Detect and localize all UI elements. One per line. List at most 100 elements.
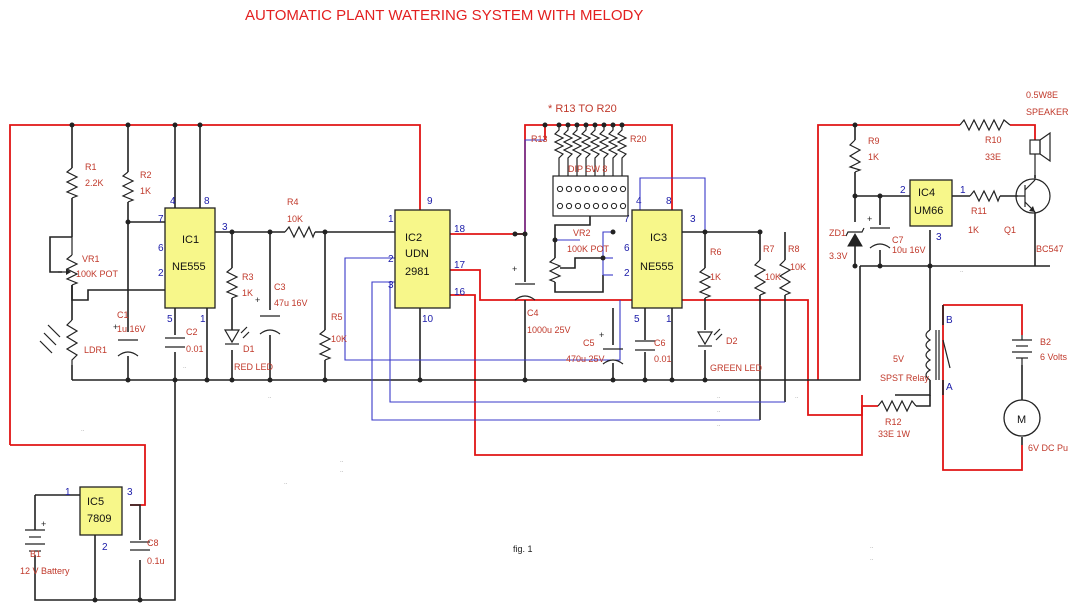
ic4-ref: IC4 bbox=[918, 187, 935, 199]
c2-value: 0.01 bbox=[186, 344, 204, 354]
resistor-r8 bbox=[778, 259, 792, 296]
ic2-pin2: 2 bbox=[388, 254, 394, 265]
ldr-ldr1 bbox=[39, 319, 79, 365]
motor-value: 6V DC Pump bbox=[1028, 443, 1068, 453]
transistor-q1 bbox=[1015, 175, 1051, 214]
ic3-part: NE555 bbox=[640, 261, 674, 273]
r5-value: 10K bbox=[331, 334, 347, 344]
svg-text:..: .. bbox=[340, 468, 344, 474]
ic3-pin2: 2 bbox=[624, 268, 630, 279]
r11-value: 1K bbox=[968, 225, 979, 235]
ic3-pin8: 8 bbox=[666, 196, 672, 207]
svg-text:..: .. bbox=[717, 422, 721, 428]
led-d2 bbox=[696, 328, 723, 347]
c1-ref: C1 bbox=[117, 310, 129, 320]
resistor-r3 bbox=[225, 267, 239, 299]
relay-pin-b: B bbox=[946, 315, 953, 326]
resistor-array-r13-r20 bbox=[544, 125, 628, 176]
zd1-value: 3.3V bbox=[829, 251, 848, 261]
r7-value: 10K bbox=[765, 272, 781, 282]
q1-value: BC547 bbox=[1036, 244, 1064, 254]
potentiometer-vr2 bbox=[548, 257, 562, 283]
r10-value: 33E bbox=[985, 152, 1001, 162]
capacitor-c8 bbox=[130, 541, 150, 551]
r3-value: 1K bbox=[242, 288, 253, 298]
capacitor-c2 bbox=[165, 337, 185, 348]
svg-text:..: .. bbox=[870, 544, 874, 550]
c5-ref: C5 bbox=[583, 338, 595, 348]
resistor-r7 bbox=[753, 259, 767, 296]
ic5-pin2: 2 bbox=[102, 542, 108, 553]
svg-text:+: + bbox=[867, 214, 872, 224]
resistor-r11 bbox=[969, 189, 1001, 203]
zener-diode-zd1 bbox=[845, 227, 865, 247]
capacitor-c7: + bbox=[867, 214, 891, 249]
resistor-r12 bbox=[877, 395, 931, 413]
r13-r20-note: * R13 TO R20 bbox=[548, 103, 617, 115]
svg-text:..: .. bbox=[183, 364, 187, 370]
c8-ref: C8 bbox=[147, 538, 159, 548]
ic3-pin1: 1 bbox=[666, 314, 672, 325]
svg-text:..: .. bbox=[870, 556, 874, 562]
b2-value: 6 Volts bbox=[1040, 352, 1068, 362]
c3-value: 47u 16V bbox=[274, 298, 308, 308]
diagram-title: AUTOMATIC PLANT WATERING SYSTEM WITH MEL… bbox=[245, 7, 643, 24]
ic1-part: NE555 bbox=[172, 261, 206, 273]
vr1-value: 100K POT bbox=[76, 269, 119, 279]
relay-pin-a: A bbox=[946, 382, 953, 393]
ic2-pin1: 1 bbox=[388, 214, 394, 225]
capacitor-c6 bbox=[635, 340, 655, 351]
ic3-pin7: 7 bbox=[624, 214, 630, 225]
r11-ref: R11 bbox=[971, 206, 987, 216]
speaker-ref: SPEAKER bbox=[1026, 107, 1068, 117]
ic1-pin8: 8 bbox=[204, 196, 210, 207]
svg-text:+: + bbox=[113, 322, 118, 332]
ic4-part: UM66 bbox=[914, 205, 943, 217]
junction-dots bbox=[69, 122, 933, 603]
r3-ref: R3 bbox=[242, 272, 254, 282]
r2-value: 1K bbox=[140, 186, 151, 196]
r7-ref: R7 bbox=[763, 244, 775, 254]
r9-ref: R9 bbox=[868, 136, 880, 146]
figure-caption: fig. 1 bbox=[513, 544, 533, 554]
relay-type: SPST Relay bbox=[880, 373, 929, 383]
ic4-chip: IC4 UM66 2 1 3 bbox=[900, 179, 966, 243]
c4-value: 1000u 25V bbox=[527, 325, 571, 335]
ic5-pin3: 3 bbox=[127, 487, 133, 498]
c1-value: 1u 16V bbox=[117, 324, 146, 334]
component-labels: R1 2.2K R2 1K VR1 100K POT LDR1 C1 1u 16… bbox=[20, 90, 1068, 576]
capacitor-c5: + bbox=[599, 330, 624, 365]
ic2-ref: IC2 bbox=[405, 232, 422, 244]
relay-voltage: 5V bbox=[893, 354, 904, 364]
resistor-r6 bbox=[698, 267, 712, 299]
d1-value: RED LED bbox=[234, 362, 274, 372]
c8-value: 0.1u bbox=[147, 556, 165, 566]
r4-value: 10K bbox=[287, 214, 303, 224]
svg-text:..: .. bbox=[284, 480, 288, 486]
c2-ref: C2 bbox=[186, 327, 198, 337]
r8-ref: R8 bbox=[788, 244, 800, 254]
battery-b2 bbox=[1012, 335, 1032, 365]
r20-ref: R20 bbox=[630, 134, 647, 144]
stray-markers: .. .. .. .. .. .. .. .. .. .. .. .. .. bbox=[81, 268, 964, 562]
c6-ref: C6 bbox=[654, 338, 666, 348]
potentiometer-vr1 bbox=[58, 237, 79, 286]
ic4-pin2: 2 bbox=[900, 185, 906, 196]
dip-switch-8 bbox=[552, 175, 629, 240]
svg-text:..: .. bbox=[795, 394, 799, 400]
r6-value: 1K bbox=[710, 272, 721, 282]
speaker-value: 0.5W8E bbox=[1026, 90, 1058, 100]
r5-ref: R5 bbox=[331, 312, 343, 322]
resistor-r2 bbox=[121, 171, 135, 203]
capacitor-c1: + bbox=[113, 322, 139, 357]
resistor-r1 bbox=[65, 167, 79, 199]
ic2-pin3: 3 bbox=[388, 280, 394, 291]
ic4-pin3: 3 bbox=[936, 232, 942, 243]
ic1-pin2: 2 bbox=[158, 268, 164, 279]
ic3-pin5: 5 bbox=[634, 314, 640, 325]
motor-symbol: M bbox=[1017, 414, 1026, 426]
d2-value: GREEN LED bbox=[710, 363, 763, 373]
c5-value: 470u 25V bbox=[566, 354, 605, 364]
resistor-r5 bbox=[318, 329, 332, 361]
